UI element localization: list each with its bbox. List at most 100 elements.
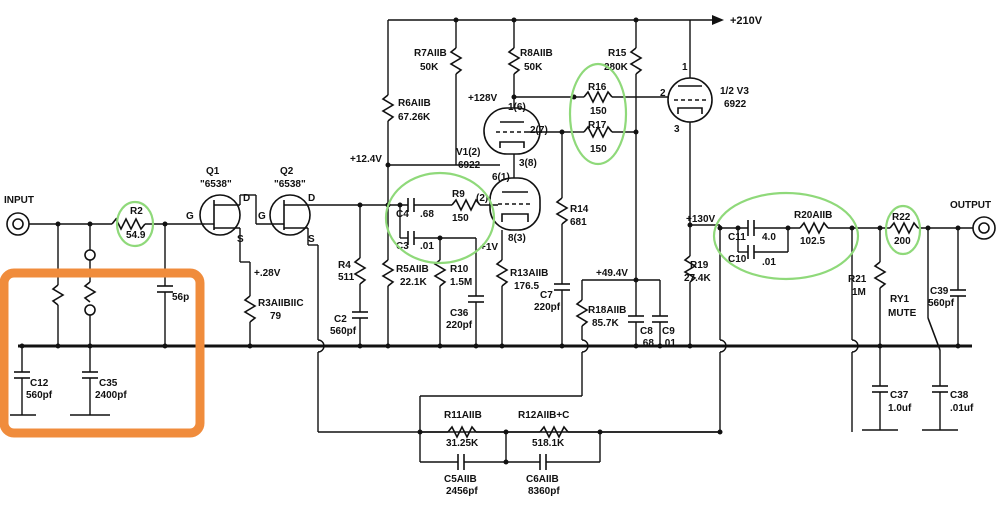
v3-tube xyxy=(667,77,713,123)
r10-name: R10 xyxy=(450,264,469,275)
v1-p2: 2(7) xyxy=(530,125,548,136)
r15-resistor xyxy=(629,47,643,75)
r19-value: 27.4K xyxy=(684,273,711,284)
v1-p3: 3(8) xyxy=(519,158,537,169)
r4-value: 511 xyxy=(338,272,355,283)
r11-name: R11AIIB xyxy=(444,410,482,421)
q2-drain: D xyxy=(308,193,315,204)
r21-name: R21 xyxy=(848,274,867,285)
output-label: OUTPUT xyxy=(950,200,991,211)
r18-value: 85.7K xyxy=(592,318,619,329)
ry1-relay-switch xyxy=(927,317,941,351)
r2-name: R2 xyxy=(130,206,143,217)
r10-value: 1.5M xyxy=(450,277,472,288)
highlight-r9-c3-c4 xyxy=(384,171,496,265)
r22-value: 200 xyxy=(894,236,911,247)
c4-name: C4 xyxy=(396,209,409,220)
q1-gate: G xyxy=(186,211,194,222)
c7-name: C7 xyxy=(540,290,553,301)
supply-210v-label: +210V xyxy=(730,15,763,27)
r13-value: 176.5 xyxy=(514,281,539,292)
r13-name: R13AIIB xyxy=(510,268,548,279)
r5-resistor xyxy=(381,259,395,287)
r17-name: R17 xyxy=(588,120,607,131)
r6-resistor xyxy=(381,94,395,122)
c36-value: 220pf xyxy=(446,320,473,331)
r15-name: R15 xyxy=(608,48,627,59)
supply-1v-label: +1V xyxy=(480,242,498,253)
v1-p7: (2) xyxy=(476,193,488,204)
r22-name: R22 xyxy=(892,212,911,223)
c11-value: 4.0 xyxy=(762,232,776,243)
highlight-r16-r17 xyxy=(568,62,628,166)
r11-resistor xyxy=(447,425,477,439)
ry1-label: MUTE xyxy=(888,308,917,319)
c4-value: .68 xyxy=(420,209,434,220)
r5-value: 22.1K xyxy=(400,277,427,288)
r3-resistor xyxy=(243,295,257,323)
r6-name: R6AIIB xyxy=(398,98,431,109)
q2-transistor xyxy=(239,194,312,245)
c5-name: C5AIIB xyxy=(444,474,477,485)
c7-value: 220pf xyxy=(534,302,561,313)
supply-494v-label: +49.4V xyxy=(596,268,628,279)
c39-value: 560pf xyxy=(928,298,955,309)
c39-name: C39 xyxy=(930,286,949,297)
c-partial-value: 56p xyxy=(172,292,189,303)
c3-name: C3 xyxy=(396,241,409,252)
q1-source: S xyxy=(237,234,244,245)
v1-p1: 1(6) xyxy=(508,102,526,113)
supply-210v-line xyxy=(388,15,724,25)
v1-type: 6922 xyxy=(458,160,481,171)
c10-value: .01 xyxy=(762,257,776,268)
c38-name: C38 xyxy=(950,390,969,401)
r18-name: R18AIIB xyxy=(588,305,626,316)
r7-resistor xyxy=(449,47,463,75)
q2-source: S xyxy=(308,234,315,245)
q1-transistor xyxy=(199,194,241,245)
r4-name: R4 xyxy=(338,260,351,271)
r15-value: 280K xyxy=(604,62,629,73)
c38-value: .01uf xyxy=(950,403,974,414)
v1-p8: 8(3) xyxy=(508,233,526,244)
c35-name: C35 xyxy=(99,378,118,389)
r8-resistor xyxy=(507,47,521,75)
highlight-r2 xyxy=(115,200,155,248)
r19-name: R19 xyxy=(690,260,709,271)
c9-value: .01 xyxy=(662,338,676,349)
r18-resistor xyxy=(575,299,589,327)
r7-value: 50K xyxy=(420,62,439,73)
r3-name: R3AIIBIIC xyxy=(258,298,304,309)
v3-p3: 3 xyxy=(674,124,680,135)
highlight-input-box xyxy=(0,268,205,438)
feedback-network xyxy=(420,425,720,470)
r12-name: R12AIIB+C xyxy=(518,410,569,421)
v3-p1: 1 xyxy=(682,62,688,73)
highlight-c10-c11-r20 xyxy=(712,191,860,281)
c3-value: .01 xyxy=(420,241,434,252)
r17-value: 150 xyxy=(590,144,607,155)
q1-drain: D xyxy=(243,193,250,204)
r11-value: 31.25K xyxy=(446,438,479,449)
r21-resistor xyxy=(873,261,887,289)
c9-name: C9 xyxy=(662,326,675,337)
r22-resistor xyxy=(889,221,919,235)
r17-resistor xyxy=(583,125,613,139)
junction-dots xyxy=(19,17,961,465)
supply-130v-label: +130V xyxy=(686,214,716,225)
supply-028v-label: +.28V xyxy=(254,268,281,279)
r9-name: R9 xyxy=(452,189,465,200)
c2-value: 560pf xyxy=(330,326,357,337)
r14-resistor xyxy=(555,197,569,225)
v1-p6: 6(1) xyxy=(492,172,510,183)
r9-resistor xyxy=(451,198,481,212)
q2-name: Q2 xyxy=(280,166,294,177)
r21-value: 1M xyxy=(852,287,866,298)
r12-value: 518.1K xyxy=(532,438,565,449)
r14-name: R14 xyxy=(570,204,589,215)
input-filter-network xyxy=(10,224,173,416)
c8-value: .68 xyxy=(640,338,654,349)
v3-p2: 2 xyxy=(660,88,666,99)
supply-124v-label: +12.4V xyxy=(350,154,382,165)
